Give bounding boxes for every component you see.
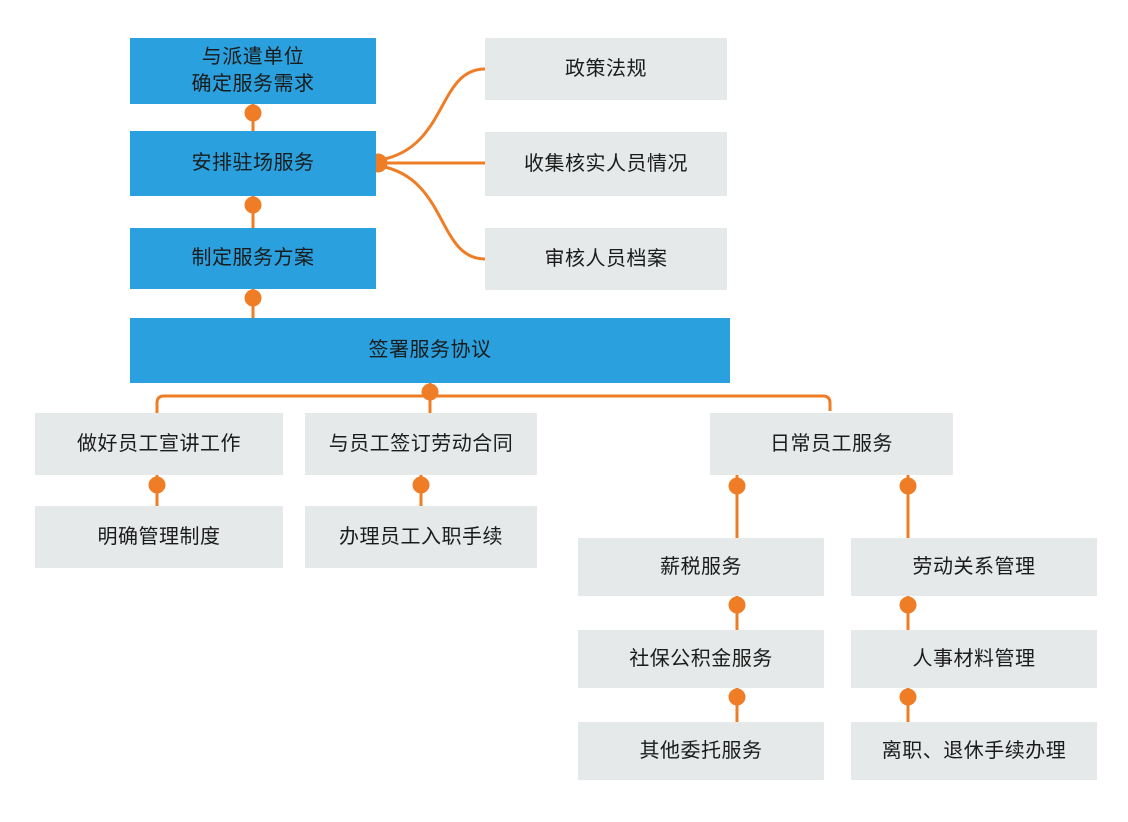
connector-dot <box>728 688 746 706</box>
connector-dot <box>412 476 430 494</box>
node-confirm-needs: 与派遣单位 确定服务需求 <box>130 38 376 104</box>
node-labor-relations: 劳动关系管理 <box>851 538 1097 596</box>
connector-line <box>379 164 486 261</box>
node-collect-verify-personnel: 收集核实人员情况 <box>485 132 727 196</box>
connector-dot <box>244 196 262 214</box>
connector-dot <box>899 477 917 495</box>
node-payroll-tax-services: 薪税服务 <box>578 538 824 596</box>
node-sign-labor-contract: 与员工签订劳动合同 <box>305 413 537 475</box>
node-service-plan: 制定服务方案 <box>130 228 376 289</box>
node-daily-employee-services: 日常员工服务 <box>710 413 953 475</box>
node-onsite-service: 安排驻场服务 <box>130 131 376 196</box>
connector-dot <box>728 596 746 614</box>
node-management-rules: 明确管理制度 <box>35 506 283 568</box>
connector-dot <box>148 476 166 494</box>
connector-dot <box>899 596 917 614</box>
connector-dot <box>421 383 439 401</box>
connector-dot <box>244 104 262 122</box>
node-onboarding-procedures: 办理员工入职手续 <box>305 506 537 568</box>
node-other-entrusted-services: 其他委托服务 <box>578 722 824 780</box>
node-review-personnel-files: 审核人员档案 <box>485 228 727 290</box>
node-employee-briefing: 做好员工宣讲工作 <box>35 413 283 475</box>
node-sign-agreement: 签署服务协议 <box>130 318 730 383</box>
node-policy-regulations: 政策法规 <box>485 38 727 100</box>
connector-dot <box>244 289 262 307</box>
node-hr-materials: 人事材料管理 <box>851 630 1097 688</box>
node-resignation-retirement: 离职、退休手续办理 <box>851 722 1097 780</box>
connector-line <box>379 67 486 162</box>
node-social-insurance-fund: 社保公积金服务 <box>578 630 824 688</box>
connector-line <box>155 394 832 413</box>
connector-dot <box>728 477 746 495</box>
connector-dot <box>899 688 917 706</box>
